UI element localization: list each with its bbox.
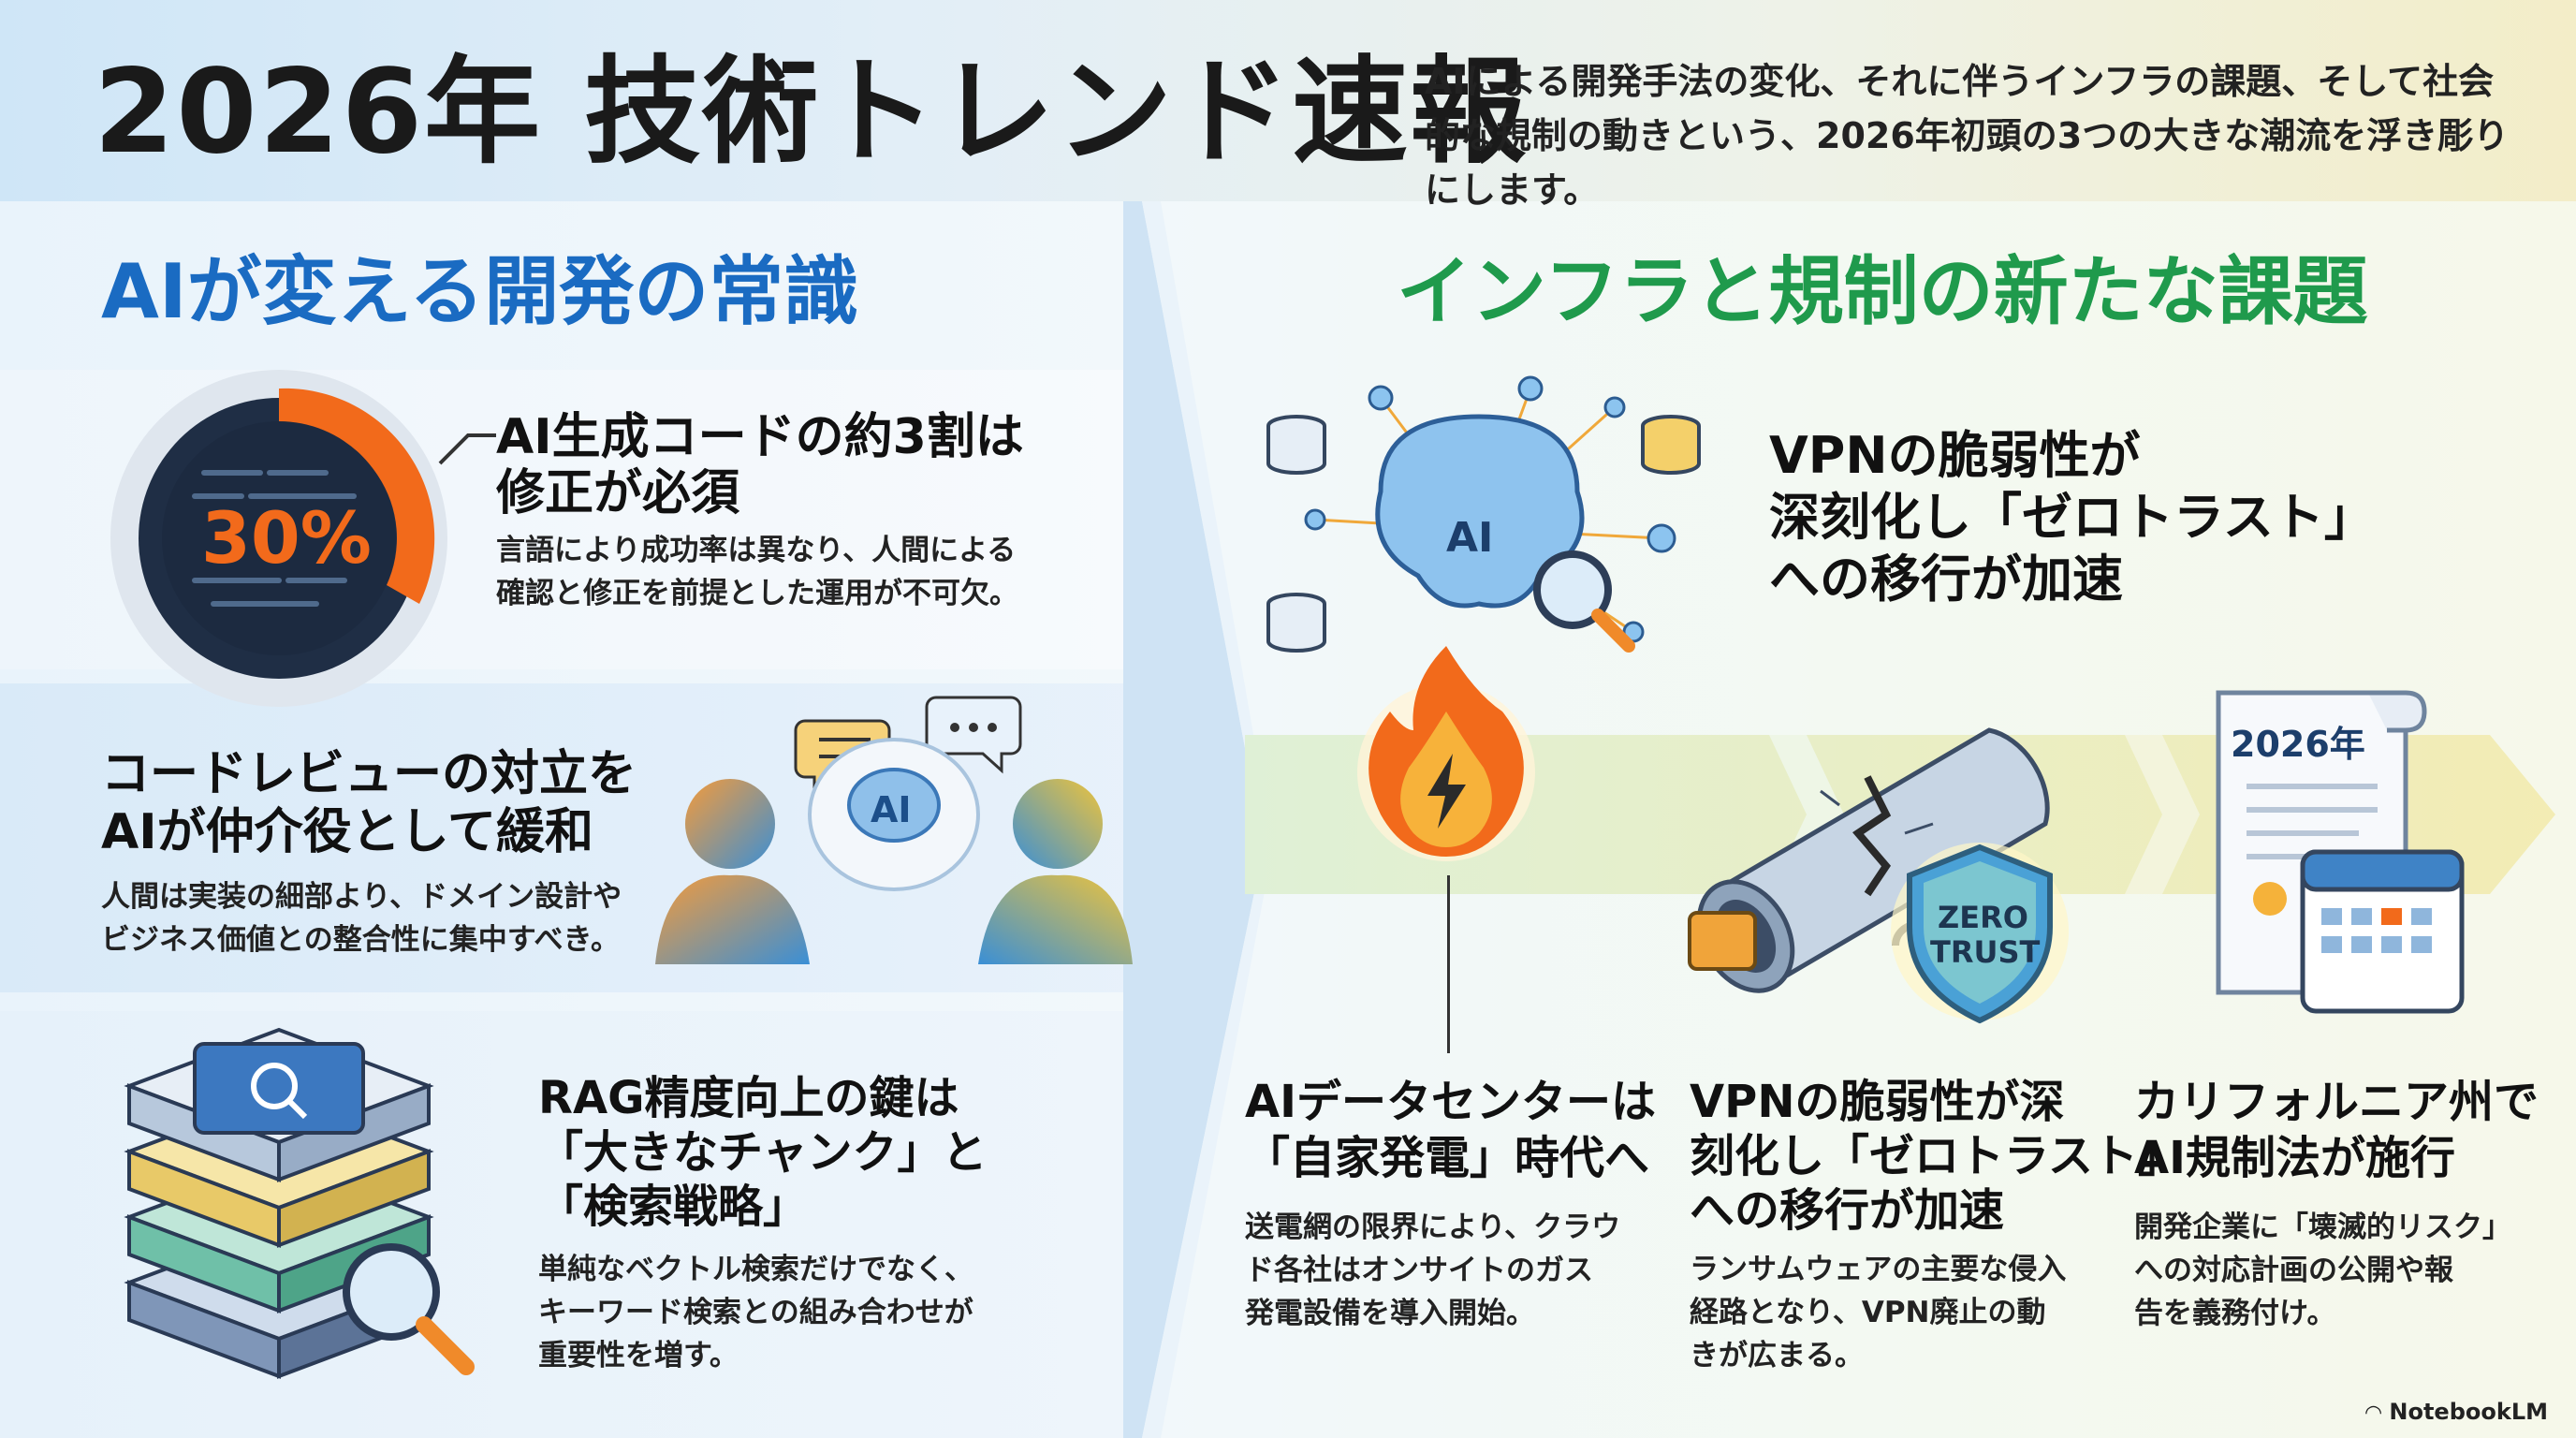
right-section-heading: インフラと規制の新たな課題 [1397, 248, 2368, 335]
ritem3-title-line1: カリフォルニア州で [2134, 1076, 2539, 1128]
item3-title-line1: RAG精度向上の鍵は [538, 1072, 959, 1124]
ritem1-body-line1: 送電網の限界により、クラウ [1245, 1211, 1621, 1244]
ritem3-body-line3: 告を義務付け。 [2134, 1297, 2336, 1330]
brand-logo-icon: ◠ [2365, 1401, 2382, 1425]
ritem2-body-line2: 経路となり、VPN廃止の動 [1690, 1296, 2046, 1329]
ritem2-body-line1: ランサムウェアの主要な侵入 [1690, 1253, 2067, 1286]
item1-body-line2: 確認と修正を前提とした運用が不可欠。 [496, 577, 1018, 610]
ai-brain-network-icon [1266, 375, 1701, 653]
ritem3-body-line2: への対応計画の公開や報 [2134, 1254, 2453, 1287]
ritem2-title-line3: への移行が加速 [1690, 1184, 2005, 1237]
donut-chart-icon [110, 370, 447, 707]
ritem1-body-line2: ド各社はオンサイトのガス [1245, 1254, 1593, 1287]
page-title: 2026年 技術トレンド速報 [94, 45, 1529, 180]
ritem2-body-line3: きが広まる。 [1690, 1339, 1864, 1372]
ritem3-body-line1: 開発企業に「壊滅的リスク」 [2134, 1211, 2511, 1244]
item3-body-line3: 重要性を増す。 [538, 1339, 739, 1372]
callout-line3: への移行が加速 [1769, 550, 2123, 609]
item2-title-line1: コードレビューの対立を [101, 746, 637, 802]
dialogue-ai-label: AI [871, 789, 912, 830]
item1-title-line1: AI生成コードの約3割は [496, 409, 1024, 465]
ritem1-title-line1: AIデータセンターは [1245, 1076, 1657, 1128]
ritem1-title-line2: 「自家発電」時代へ [1245, 1132, 1650, 1184]
item3-body-line1: 単純なベクトル検索だけでなく、 [538, 1253, 973, 1286]
doc-year-label: 2026年 [2231, 724, 2365, 765]
server-search-icon [124, 1027, 475, 1379]
callout-line2: 深刻化し「ゼロトラスト」 [1769, 488, 2375, 547]
brand-label: NotebookLM [2389, 1399, 2548, 1425]
ritem3-title-line2: AI規制法が施行 [2134, 1132, 2456, 1184]
brand-watermark: ◠ NotebookLM [2365, 1399, 2548, 1425]
shield-label-line2: TRUST [1930, 934, 2041, 970]
pointer-line [438, 433, 496, 465]
regulation-document-icon [2216, 690, 2465, 1014]
item2-body-line2: ビジネス価値との整合性に集中すべき。 [101, 923, 620, 957]
page-subtitle: AIによる開発手法の変化、それに伴うインフラの課題、そして社会的な規制の動きとい… [1425, 61, 2510, 211]
ritem2-title-line1: VPNの脆弱性が深 [1690, 1076, 2065, 1128]
ritem2-title-line2: 刻化し「ゼロトラスト」 [1690, 1130, 2184, 1182]
brain-ai-label: AI [1446, 514, 1494, 562]
item1-body-line1: 言語により成功率は異なり、人間による [496, 534, 1017, 567]
shield-label-line1: ZERO [1938, 900, 2028, 935]
item1-title-line2: 修正が必須 [496, 465, 740, 521]
item3-title-line2: 「大きなチャンク」と [538, 1126, 988, 1179]
left-section-heading: AIが変える開発の常識 [101, 248, 859, 335]
item2-title-line2: AIが仲介役として緩和 [101, 804, 594, 860]
people-dialogue-icon [655, 696, 1133, 964]
item3-body-line2: キーワード検索との組み合わせが [538, 1296, 973, 1329]
flame-icon [1357, 646, 1535, 861]
header-banner: 2026年 技術トレンド速報 AIによる開発手法の変化、それに伴うインフラの課題… [0, 0, 2576, 211]
donut-percentage: 30% [201, 496, 372, 580]
callout-line1: VPNの脆弱性が [1769, 426, 2141, 485]
item2-body-line1: 人間は実装の細部より、ドメイン設計や [101, 880, 622, 914]
item3-title-line3: 「検索戦略」 [538, 1181, 809, 1233]
ritem1-body-line3: 発電設備を導入開始。 [1245, 1297, 1535, 1330]
zero-trust-shield-icon [1891, 843, 2069, 1024]
connector-line [1447, 875, 1450, 1053]
chevron-divider [1123, 201, 1273, 1438]
